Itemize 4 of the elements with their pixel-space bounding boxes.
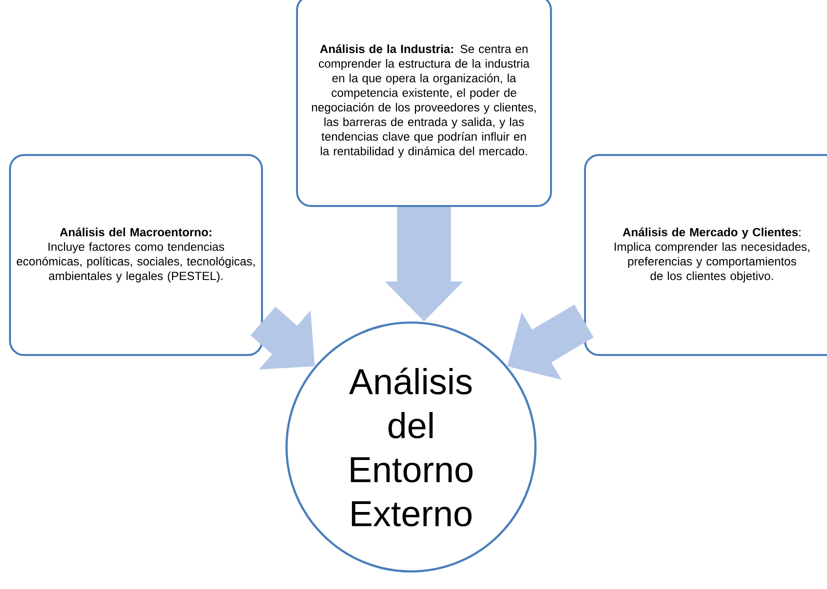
text-box: Análisis del Macroentorno: Incluye factores como tendencias económicas, políticas, sociales, tecnológicas, ambientales y legales (PESTEL). (9, 154, 263, 356)
text-box: Análisis de la Industria: Se centra en comprender la estructura de la industria en la que opera la organización, la competencia existente, el poder de negociación de los proveedores y clientes, las barreras de entrada y salida, y las tendencias clave que podrían influir en la rentabilidad y dinámica del mercado. (296, 0, 552, 207)
circle-node: Análisis del Entorno Externo (285, 321, 537, 573)
text-box: Análisis de Mercado y Clientes: Implica comprender las necesidades, preferencias y comportamientos de los clientes objetivo. (584, 154, 827, 356)
